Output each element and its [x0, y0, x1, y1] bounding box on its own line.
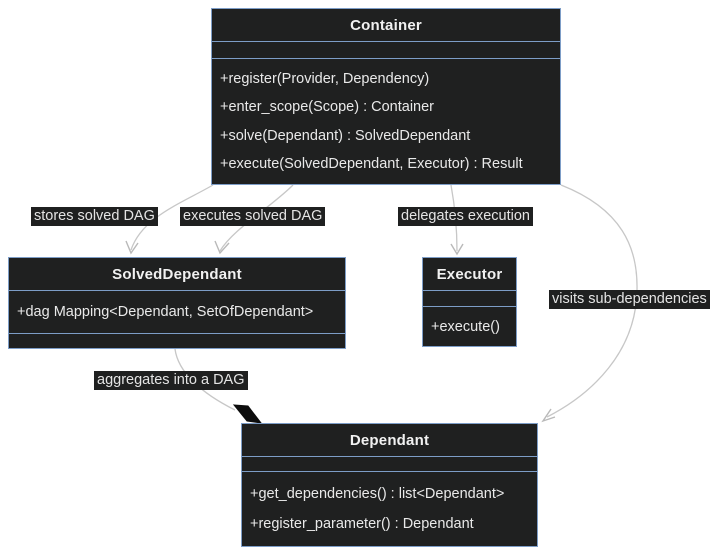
class-title: Dependant	[242, 424, 537, 457]
class-title: Executor	[423, 258, 516, 291]
edge-label-visits-sub-dependencies: visits sub-dependencies	[549, 290, 710, 309]
class-method: +execute()	[431, 318, 500, 335]
class-methods-section: +execute()	[423, 307, 516, 346]
class-attributes-section: +dag Mapping<Dependant, SetOfDependant>	[9, 291, 345, 334]
class-methods-section	[9, 334, 345, 348]
class-method: +get_dependencies() : list<Dependant>	[250, 486, 505, 502]
class-method: +enter_scope(Scope) : Container	[220, 99, 435, 116]
class-box-executor: Executor +execute()	[422, 257, 517, 347]
open-arrowhead-icon	[541, 408, 556, 423]
class-method: +register_parameter() : Dependant	[250, 516, 474, 532]
edge-label-executes-solved-dag: executes solved DAG	[180, 207, 326, 226]
class-attributes-section	[242, 457, 537, 472]
class-box-dependant: Dependant +get_dependencies() : list<Dep…	[241, 423, 538, 547]
class-methods-section: +register(Provider, Dependency) +enter_s…	[212, 59, 560, 184]
class-attributes-section	[212, 42, 560, 59]
class-box-solved-dependant: SolvedDependant +dag Mapping<Dependant, …	[8, 257, 346, 349]
edge-label-stores-solved-dag: stores solved DAG	[31, 207, 158, 226]
class-method: +solve(Dependant) : SolvedDependant	[220, 127, 471, 144]
edge-stores-solved-dag	[130, 184, 214, 251]
class-attributes-section	[423, 291, 516, 307]
edge-label-delegates-execution: delegates execution	[398, 207, 533, 226]
class-title: Container	[212, 9, 560, 42]
class-methods-section: +get_dependencies() : list<Dependant> +r…	[242, 472, 537, 546]
composition-diamond-icon	[232, 404, 263, 424]
class-title: SolvedDependant	[9, 258, 345, 291]
class-method: +execute(SolvedDependant, Executor) : Re…	[220, 155, 523, 172]
edge-label-aggregates-into-a-dag: aggregates into a DAG	[94, 371, 248, 390]
class-method: +register(Provider, Dependency)	[220, 71, 430, 88]
open-arrowhead-icon	[125, 240, 139, 255]
class-attribute: +dag Mapping<Dependant, SetOfDependant>	[17, 304, 314, 320]
class-box-container: Container +register(Provider, Dependency…	[211, 8, 561, 185]
open-arrowhead-icon	[450, 243, 464, 256]
open-arrowhead-icon	[214, 240, 230, 255]
